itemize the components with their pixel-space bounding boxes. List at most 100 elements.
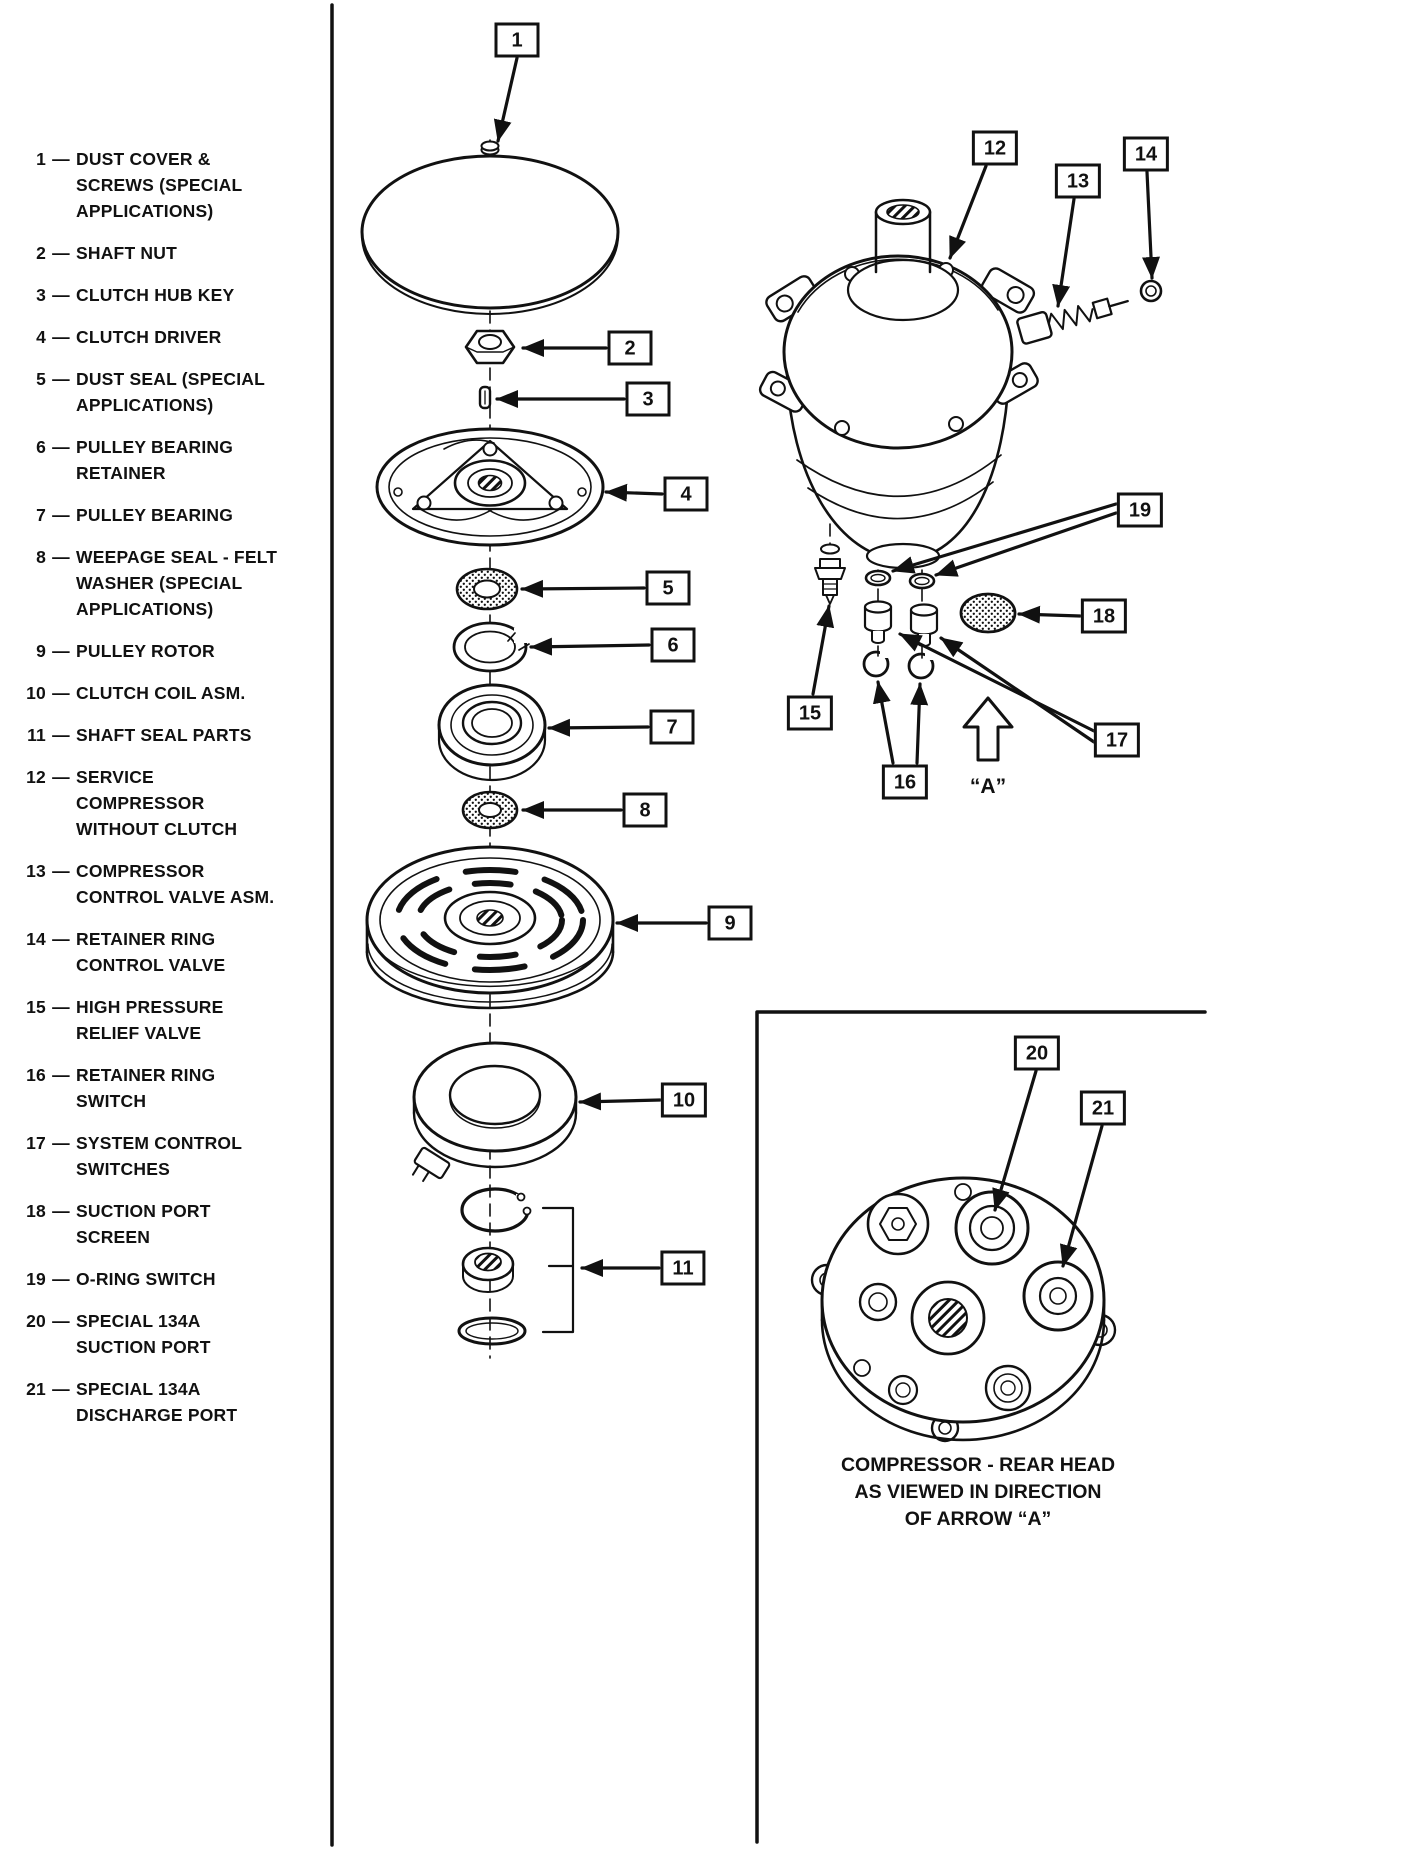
parts-list-item: 1 — DUST COVER & SCREWS (SPECIAL APPLICA… [10, 146, 326, 224]
parts-list-item: 11 — SHAFT SEAL PARTS [10, 722, 326, 748]
control-switches-drawing [863, 600, 939, 647]
callout-9: 9 [707, 905, 753, 941]
part-number: 3 [36, 285, 46, 305]
part-label: CLUTCH DRIVER [76, 327, 222, 347]
callout-20: 20 [1013, 1035, 1061, 1071]
rear-head-drawing [810, 1176, 1117, 1443]
parts-list-item: 21 — SPECIAL 134A DISCHARGE PORT [10, 1376, 326, 1428]
callout-15: 15 [786, 695, 834, 731]
part-label: HIGH PRESSURE RELIEF VALVE [76, 997, 224, 1043]
part-separator: — [52, 683, 70, 703]
part-label: PULLEY BEARING RETAINER [76, 437, 234, 483]
part-separator: — [52, 1065, 70, 1085]
callout-5: 5 [645, 570, 691, 606]
part-separator: — [52, 1379, 70, 1399]
weepage-seal-drawing [461, 790, 519, 830]
callout-14: 14 [1122, 136, 1170, 172]
callout-13: 13 [1054, 163, 1102, 199]
part-label: O-RING SWITCH [76, 1269, 216, 1289]
parts-list-item: 3 — CLUTCH HUB KEY [10, 282, 326, 308]
suction-screen-drawing [959, 592, 1017, 634]
callout-number: 9 [724, 912, 736, 934]
part-label: SHAFT SEAL PARTS [76, 725, 252, 745]
callout-7: 7 [649, 709, 695, 745]
part-number: 7 [36, 505, 46, 525]
part-label: SPECIAL 134A SUCTION PORT [76, 1311, 211, 1357]
callout-8: 8 [622, 792, 668, 828]
callout-12: 12 [971, 130, 1019, 166]
part-number: 16 [26, 1065, 46, 1085]
part-separator: — [52, 725, 70, 745]
part-separator: — [52, 767, 70, 787]
part-label: PULLEY BEARING [76, 505, 234, 525]
callout-number: 21 [1091, 1097, 1115, 1119]
part-label: SYSTEM CONTROL SWITCHES [76, 1133, 243, 1179]
part-number: 10 [26, 683, 46, 703]
parts-list-item: 10 — CLUTCH COIL ASM. [10, 680, 326, 706]
parts-list-item: 18 — SUCTION PORT SCREEN [10, 1198, 326, 1250]
valve-retainer-ring-drawing [1139, 279, 1163, 303]
part-number: 6 [36, 437, 46, 457]
parts-list-item: 19 — O-RING SWITCH [10, 1266, 326, 1292]
arrow-a-label: “A” [969, 775, 1007, 798]
parts-list: 1 — DUST COVER & SCREWS (SPECIAL APPLICA… [10, 146, 326, 1444]
part-number: 21 [26, 1379, 46, 1399]
clutch-driver-drawing [375, 427, 605, 547]
callout-3: 3 [625, 381, 671, 417]
parts-list-item: 9 — PULLEY ROTOR [10, 638, 326, 664]
part-label: PULLEY ROTOR [76, 641, 215, 661]
part-number: 15 [26, 997, 46, 1017]
parts-list-item: 20 — SPECIAL 134A SUCTION PORT [10, 1308, 326, 1360]
part-label: CLUTCH COIL ASM. [76, 683, 246, 703]
callout-number: 14 [1134, 143, 1158, 165]
callout-number: 2 [624, 337, 636, 359]
parts-list-item: 12 — SERVICE COMPRESSOR WITHOUT CLUTCH [10, 764, 326, 842]
pulley-bearing-drawing [437, 683, 547, 782]
part-separator: — [52, 1201, 70, 1221]
parts-list-item: 7 — PULLEY BEARING [10, 502, 326, 528]
arrow-a-glyph [962, 696, 1014, 762]
inset-caption-line-1: COMPRESSOR - REAR HEAD [840, 1454, 1116, 1476]
callout-4: 4 [663, 476, 709, 512]
pulley-rotor-drawing [365, 845, 615, 1010]
parts-list-item: 8 — WEEPAGE SEAL - FELT WASHER (SPECIAL … [10, 544, 326, 622]
callout-21: 21 [1079, 1090, 1127, 1126]
callout-number: 19 [1128, 499, 1152, 521]
part-number: 13 [26, 861, 46, 881]
part-label: COMPRESSOR CONTROL VALVE ASM. [76, 861, 275, 907]
callout-number: 13 [1066, 170, 1090, 192]
part-label: WEEPAGE SEAL - FELT WASHER (SPECIAL APPL… [76, 547, 278, 619]
parts-list-item: 15 — HIGH PRESSURE RELIEF VALVE [10, 994, 326, 1046]
parts-list-item: 4 — CLUTCH DRIVER [10, 324, 326, 350]
callout-number: 15 [798, 702, 822, 724]
callout-number: 3 [642, 388, 654, 410]
part-separator: — [52, 1311, 70, 1331]
part-label: SERVICE COMPRESSOR WITHOUT CLUTCH [76, 767, 238, 839]
dust-seal-drawing [455, 567, 519, 611]
parts-list-item: 16 — RETAINER RING SWITCH [10, 1062, 326, 1114]
part-separator: — [52, 243, 70, 263]
part-number: 14 [26, 929, 46, 949]
part-separator: — [52, 369, 70, 389]
part-number: 19 [26, 1269, 46, 1289]
callout-number: 7 [666, 716, 678, 738]
callout-number: 16 [893, 771, 917, 793]
callout-6: 6 [650, 627, 696, 663]
control-valve-drawing [1016, 279, 1163, 345]
relief-valve-drawing [814, 543, 846, 605]
part-label: RETAINER RING SWITCH [76, 1065, 216, 1111]
callout-number: 5 [662, 577, 674, 599]
part-number: 5 [36, 369, 46, 389]
part-number: 12 [26, 767, 46, 787]
part-number: 4 [36, 327, 46, 347]
bearing-retainer-drawing [452, 621, 530, 673]
part-number: 8 [36, 547, 46, 567]
inset-caption: COMPRESSOR - REAR HEAD AS VIEWED IN DIRE… [757, 1452, 1199, 1533]
callout-17: 17 [1093, 722, 1141, 758]
part-separator: — [52, 149, 70, 169]
callout-19: 19 [1116, 492, 1164, 528]
callout-arrows [493, 56, 1161, 1277]
callout-10: 10 [660, 1082, 708, 1118]
part-separator: — [52, 929, 70, 949]
parts-list-item: 13 — COMPRESSOR CONTROL VALVE ASM. [10, 858, 326, 910]
